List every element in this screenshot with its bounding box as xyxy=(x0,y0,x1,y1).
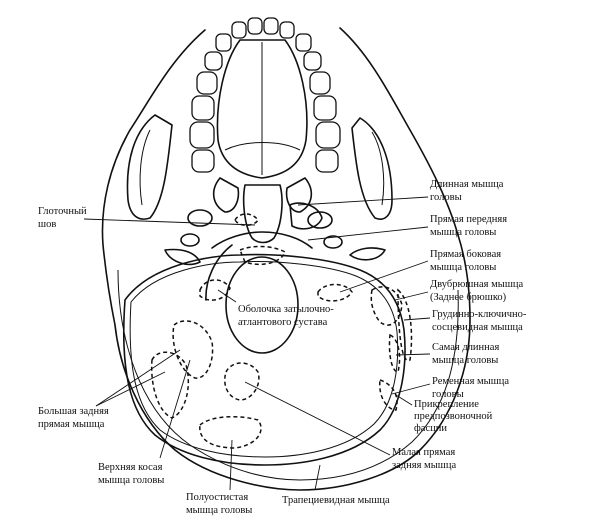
splenius-patch xyxy=(379,378,398,411)
carotid-canal-right xyxy=(307,211,333,229)
label-sternocleidomastoid: Грудинно-ключично-сосцевидная мышца xyxy=(432,309,527,333)
tooth xyxy=(191,95,215,121)
mastoid-left xyxy=(164,248,201,266)
longus-capitis-area xyxy=(289,202,323,230)
skull-outline-inner xyxy=(117,269,459,481)
tooth xyxy=(315,149,339,173)
skull-outline xyxy=(101,27,471,491)
hard-palate xyxy=(216,39,308,179)
leader-lines xyxy=(83,196,431,491)
carotid-canal-left xyxy=(187,209,213,227)
longus-capitis-patch xyxy=(239,245,286,266)
rectus-capitis-lateralis-patch xyxy=(317,283,353,302)
tooth xyxy=(247,17,263,35)
zygomatic-arch-right xyxy=(351,117,393,220)
tooth xyxy=(303,51,322,71)
tooth xyxy=(189,121,215,149)
sternocleidomastoid-patch xyxy=(397,288,413,362)
jugular-foramen-right xyxy=(323,235,343,249)
rectus-capitis-lateralis-patch-left xyxy=(199,279,231,301)
zygomatic-arch-left-inner xyxy=(139,129,151,206)
semispinalis-patch xyxy=(199,415,262,449)
tooth xyxy=(204,51,223,71)
label-trapezius: Трапециевидная мышца xyxy=(282,495,390,506)
longissimus-patch xyxy=(388,333,401,373)
zygomatic-arch-left xyxy=(126,114,173,220)
tooth xyxy=(263,17,279,35)
foramen-magnum xyxy=(225,256,299,354)
tooth xyxy=(215,33,232,52)
tooth xyxy=(196,71,218,95)
basi-occipital xyxy=(242,184,283,244)
zygomatic-arch-right-inner xyxy=(371,131,385,206)
obliquus-capitis-superior-patch xyxy=(172,320,214,379)
atlanto-occipital-membrane-band xyxy=(205,231,313,301)
tooth xyxy=(295,33,312,52)
tooth xyxy=(191,149,215,173)
tooth xyxy=(315,121,341,149)
jugular-foramen-left xyxy=(180,233,200,247)
tooth xyxy=(313,95,337,121)
prevertebral-fascia-line-inner xyxy=(129,261,399,458)
label-atlanto-occipital-membrane: Оболочка затылочно-атлантового сустава xyxy=(238,304,334,328)
digastric-patch xyxy=(370,286,403,326)
pterygoid-right xyxy=(285,177,313,213)
tooth xyxy=(231,21,247,39)
rectus-capitis-posterior-major-patch xyxy=(150,351,190,419)
label-digastric: Двубрюшная мышца(Заднее брюшко) xyxy=(430,279,524,303)
tooth xyxy=(309,71,331,95)
tooth xyxy=(279,21,295,39)
palatine-suture xyxy=(224,142,301,151)
rectus-capitis-posterior-minor-patch xyxy=(224,362,260,401)
mastoid-right xyxy=(349,247,386,261)
upper-teeth xyxy=(189,17,341,173)
pterygoid-left xyxy=(212,177,240,213)
